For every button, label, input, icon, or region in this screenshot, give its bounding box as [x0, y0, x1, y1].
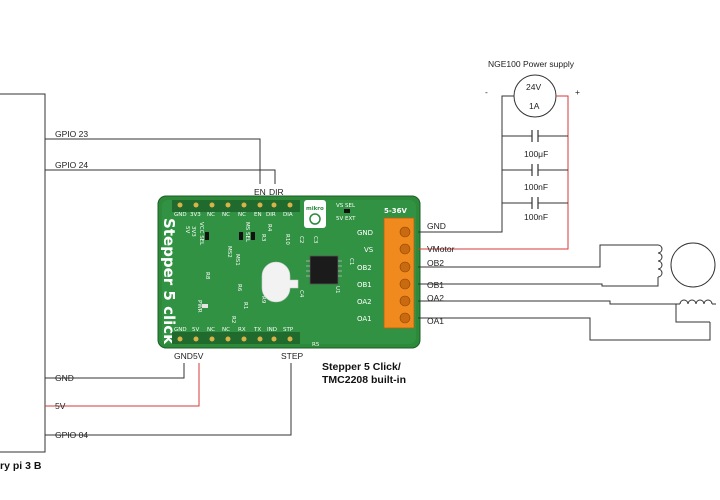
vcc-sel-label: VCC SEL	[198, 222, 204, 246]
stepper-click-board: GND 3V3 NC NC NC EN DIR DIA mikro VS SEL…	[157, 195, 421, 349]
top-pin-label: NC	[207, 212, 215, 218]
r2-label: R2	[230, 316, 236, 323]
r10-label: R10	[284, 234, 290, 245]
r3-label: R3	[260, 234, 266, 242]
en-signal-label: EN	[254, 187, 266, 197]
terminal-label: OB1	[357, 281, 372, 289]
terminal-screws	[399, 226, 411, 324]
top-pin-label: 3V3	[190, 212, 201, 218]
terminal-label: OA1	[357, 315, 372, 323]
motor-rotor-icon	[670, 242, 716, 288]
c3-label: C3	[312, 236, 318, 244]
bottom-pin-pads	[177, 336, 293, 342]
top-pin-label: NC	[238, 212, 246, 218]
top-pin-label: DIA	[283, 212, 293, 218]
bottom-pin-label: STP	[283, 327, 294, 333]
gpio23-label: GPIO 23	[55, 129, 88, 139]
motor-wires	[418, 244, 711, 341]
capacitor-value: 100nF	[524, 182, 548, 192]
capacitor: 100μF	[502, 130, 568, 159]
board-5v-label: 5V	[193, 351, 204, 361]
bottom-pin-label: 5V	[192, 327, 199, 333]
v3v3-silk-label: 3V3	[190, 226, 196, 237]
bottom-pin-label: TX	[253, 327, 261, 333]
c1-label: C1	[348, 258, 354, 265]
capacitor: 100nF	[502, 197, 568, 222]
bottom-pin-label: IND	[267, 327, 277, 333]
board-caption-line1: Stepper 5 Click/	[322, 361, 401, 373]
motor-coil-a	[675, 299, 716, 323]
u1-label: U1	[334, 286, 340, 294]
r4-label: R4	[266, 224, 272, 232]
c4-label: C4	[298, 290, 304, 298]
raspberry-pi-block: ry pi 3 B	[0, 93, 46, 472]
top-pin-label: NC	[222, 212, 230, 218]
ms-sel-label: MS SEL	[244, 222, 250, 243]
bottom-pin-label: RX	[238, 327, 246, 333]
pwr-label: PWR	[196, 300, 202, 313]
r1-label: R1	[242, 302, 248, 309]
terminal-labels: GND VS OB2 OB1 OA2 OA1	[357, 229, 374, 323]
raspberry-pi-label: ry pi 3 B	[0, 460, 42, 472]
r6-label: R6	[236, 284, 242, 292]
terminal-label: VS	[364, 246, 374, 254]
top-pin-label: DIR	[266, 212, 276, 218]
dir-signal-label: DIR	[269, 187, 284, 197]
top-pin-label: EN	[254, 212, 262, 218]
terminal-label: GND	[357, 229, 373, 237]
terminal-label: OB2	[357, 264, 372, 272]
r5-label: R5	[312, 342, 320, 348]
board-title: Stepper 5 click	[160, 218, 178, 345]
wire-5v: 5V	[45, 363, 200, 411]
motor-coil-b	[650, 244, 663, 287]
wire-gpio24-dir: GPIO 24	[45, 160, 276, 184]
power-supply: NGE100 Power supply 24V 1A - +	[418, 59, 580, 250]
ob2-label: OB2	[427, 258, 444, 268]
power-supply-minus: -	[485, 87, 488, 97]
top-pin-pads	[177, 202, 293, 208]
capacitor-value: 100nF	[524, 212, 548, 222]
pi-gnd-label: GND	[55, 373, 74, 383]
r9-label: R9	[260, 296, 266, 304]
wire-gpio23-en: GPIO 23	[45, 129, 261, 184]
top-pin-label: GND	[174, 212, 187, 218]
terminal-label: OA2	[357, 298, 372, 306]
gnd-output-label: GND	[427, 221, 446, 231]
vmotor-label: VMotor	[427, 244, 455, 254]
bottom-pin-label: NC	[222, 327, 230, 333]
ms1-label: MS1	[234, 254, 240, 266]
top-pins: GND 3V3 NC NC NC EN DIR DIA	[174, 212, 293, 218]
power-supply-plus: +	[575, 87, 580, 97]
gpio24-label: GPIO 24	[55, 160, 88, 170]
capacitor-value: 100μF	[524, 149, 548, 159]
gpio04-label: GPIO 04	[55, 430, 88, 440]
v5v-silk-label: 5V	[184, 226, 190, 233]
r8-label: R8	[204, 272, 210, 280]
vs-sel-label: VS SEL	[336, 203, 356, 209]
ms2-label: MS2	[226, 246, 232, 258]
bottom-pin-label: NC	[207, 327, 215, 333]
capacitor: 100nF	[502, 164, 568, 192]
wire-gnd: GND	[45, 363, 185, 383]
power-supply-voltage: 24V	[526, 82, 541, 92]
c2-label: C2	[298, 236, 304, 243]
ob1-label: OB1	[427, 280, 444, 290]
bottom-pin-label: GND	[174, 327, 187, 333]
bottom-pins: GND 5V NC NC RX TX IND STP	[174, 327, 294, 333]
board-gnd-label: GND	[174, 351, 193, 361]
board-step-label: STEP	[281, 351, 304, 361]
wire-gpio04-step: GPIO 04	[45, 363, 292, 440]
oa1-label: OA1	[427, 316, 444, 326]
brand-label: mikro	[306, 206, 324, 212]
pi-5v-label: 5V	[55, 401, 66, 411]
voltage-range-label: 5-36V	[384, 207, 408, 215]
board-caption-line2: TMC2208 built-in	[322, 374, 406, 386]
filter-capacitors: 100μF 100nF 100nF	[502, 130, 568, 222]
power-supply-title: NGE100 Power supply	[488, 59, 575, 69]
vs-ext-label: 5V EXT	[336, 216, 356, 222]
oa2-label: OA2	[427, 293, 444, 303]
power-supply-current: 1A	[529, 101, 540, 111]
